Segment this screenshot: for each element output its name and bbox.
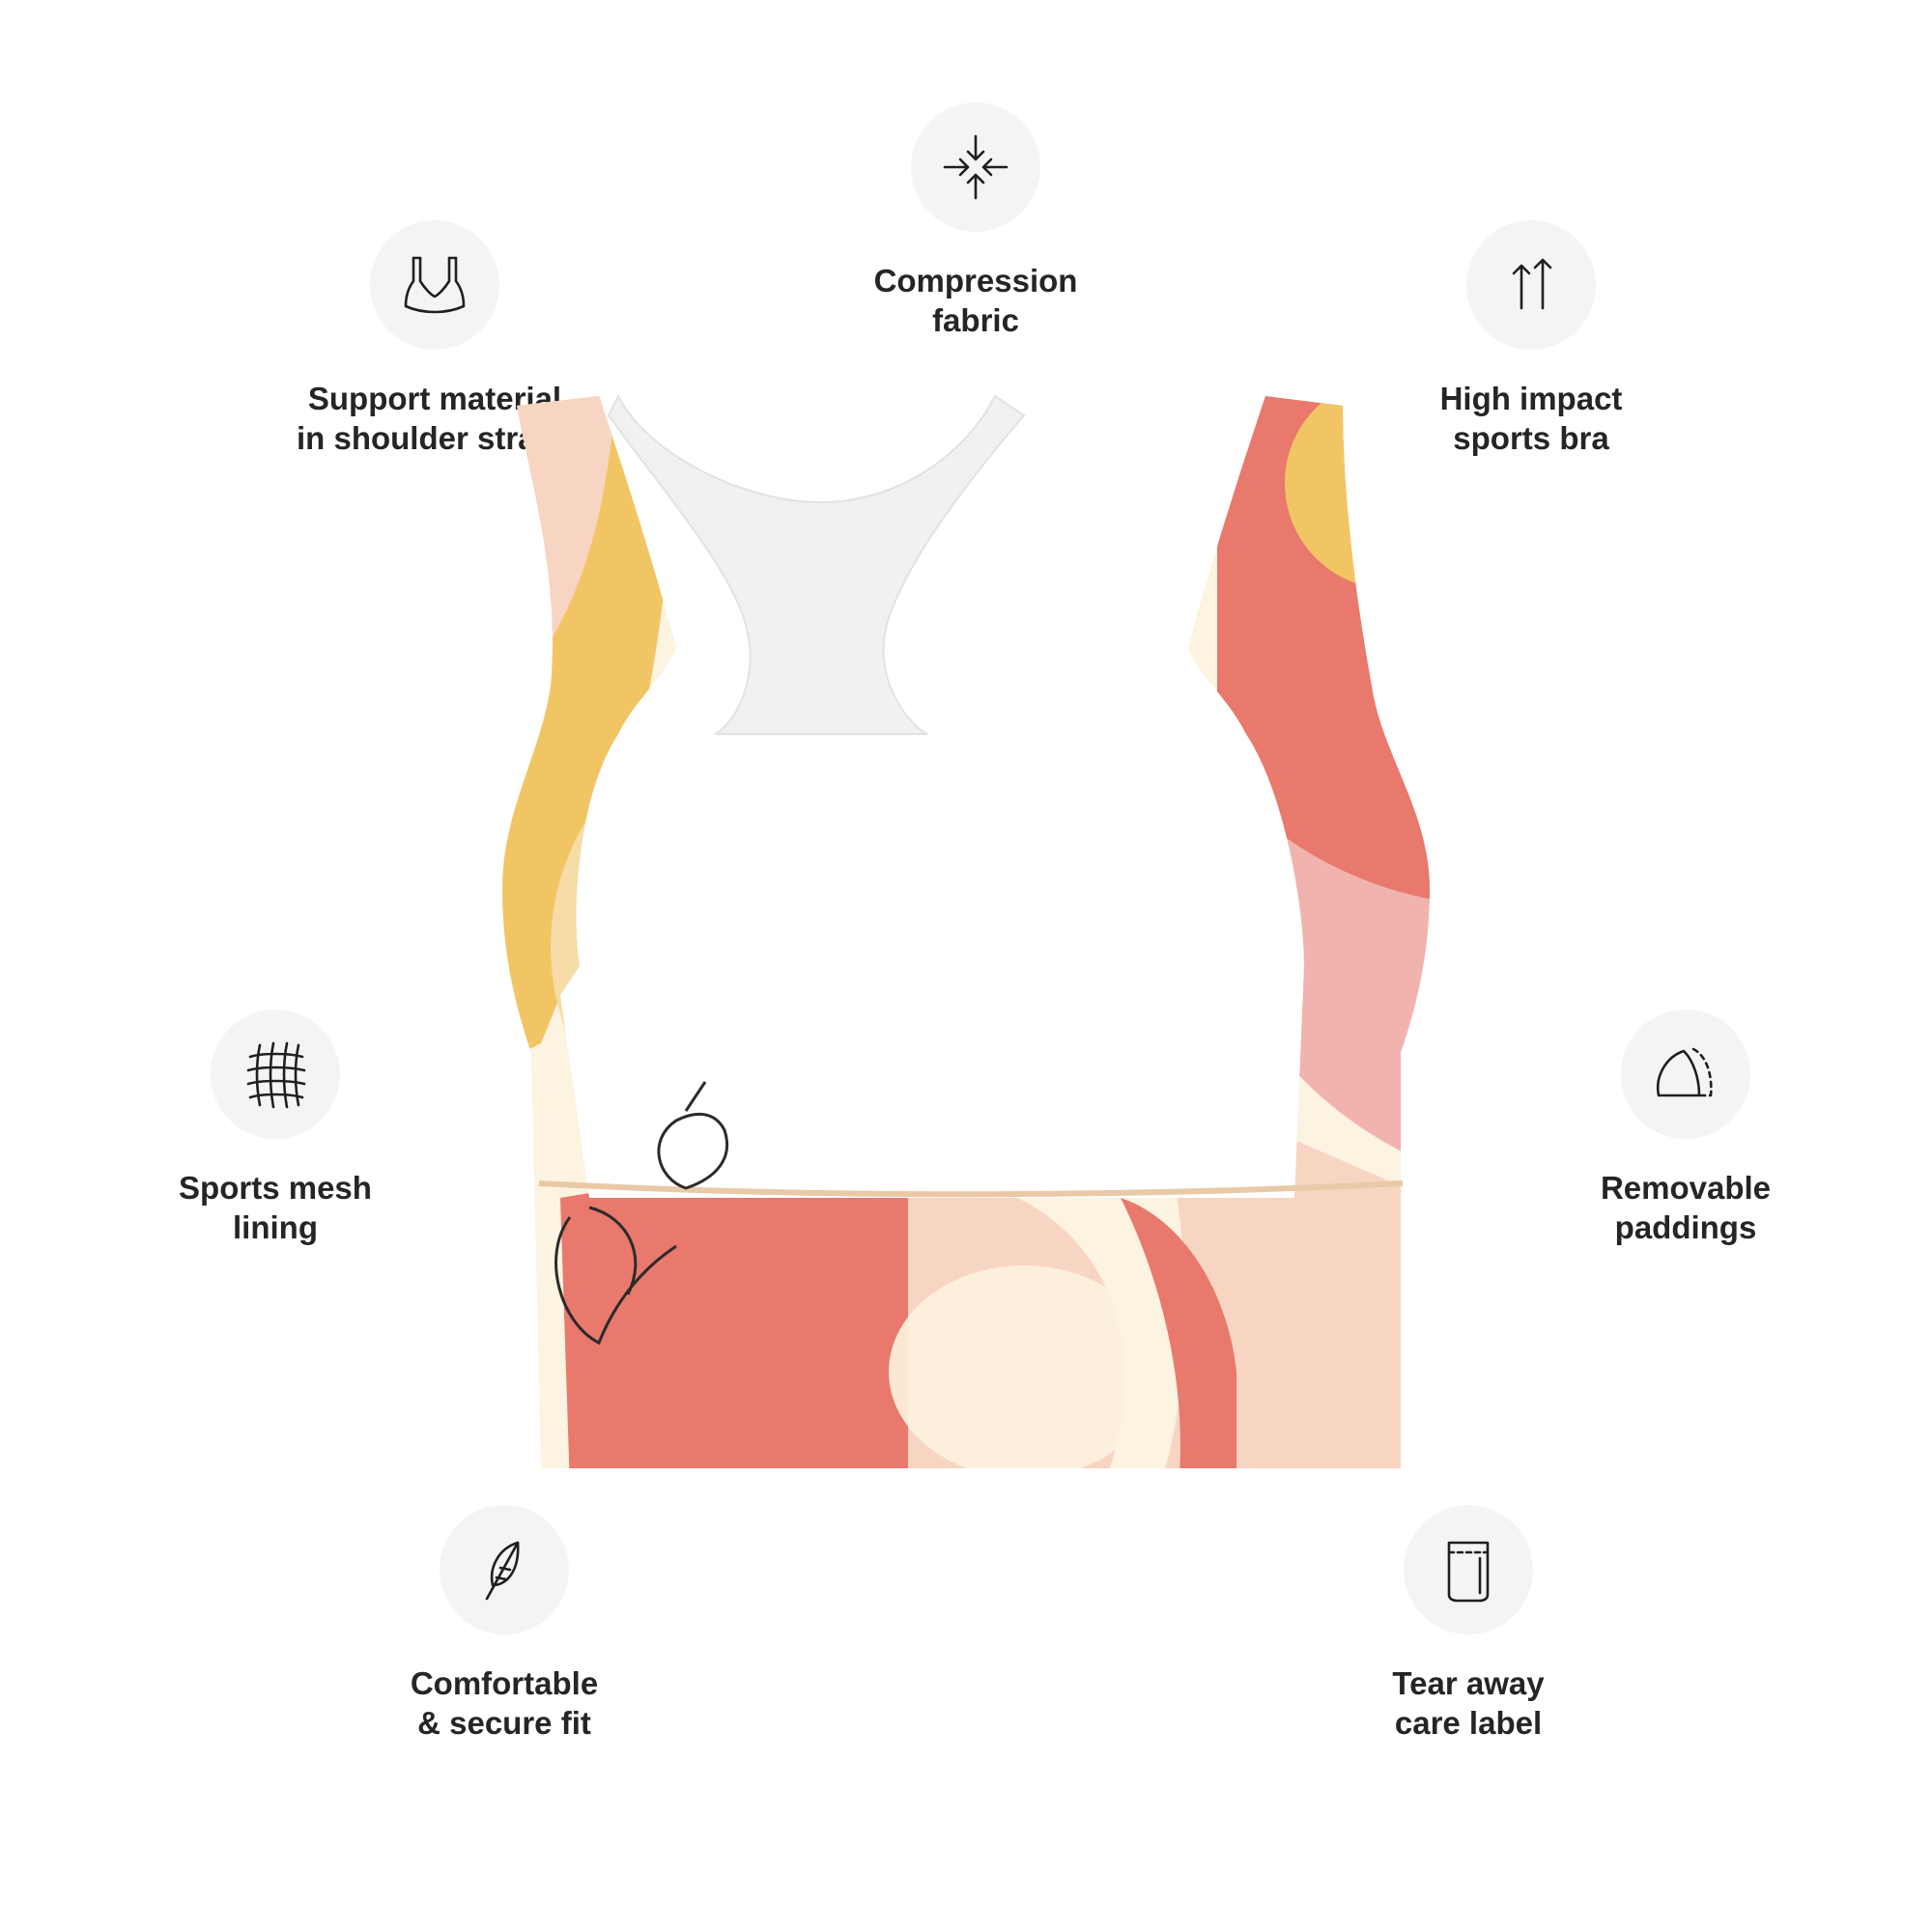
feature-label: Compression fabric <box>873 263 1078 338</box>
care-label-icon <box>1404 1505 1533 1634</box>
feature-removable-paddings: Removable paddings <box>1512 1009 1860 1247</box>
bra-straps-icon <box>370 220 499 350</box>
up-arrows-icon <box>1466 220 1596 350</box>
feature-label: Removable paddings <box>1600 1170 1772 1245</box>
padding-cup-icon <box>1621 1009 1750 1139</box>
mesh-net-icon <box>211 1009 340 1139</box>
compress-arrows-icon <box>911 102 1040 232</box>
feature-compression-fabric: Compression fabric <box>802 102 1150 340</box>
feature-label: Comfortable & secure fit <box>410 1665 599 1741</box>
feature-label: Sports mesh lining <box>179 1170 372 1245</box>
feature-high-impact: High impact sports bra <box>1357 220 1705 458</box>
sports-bra-image <box>502 393 1430 1468</box>
feature-sports-mesh: Sports mesh lining <box>101 1009 449 1247</box>
feather-icon <box>440 1505 569 1634</box>
feature-label: High impact sports bra <box>1439 381 1623 456</box>
feature-comfortable-fit: Comfortable & secure fit <box>330 1505 678 1743</box>
feature-label: Tear away care label <box>1392 1665 1545 1741</box>
mesh-lining <box>607 393 1026 735</box>
line-art-doodle <box>554 1081 729 1346</box>
waistband-seam <box>538 1180 1404 1198</box>
feature-tear-away-label: Tear away care label <box>1294 1505 1642 1743</box>
